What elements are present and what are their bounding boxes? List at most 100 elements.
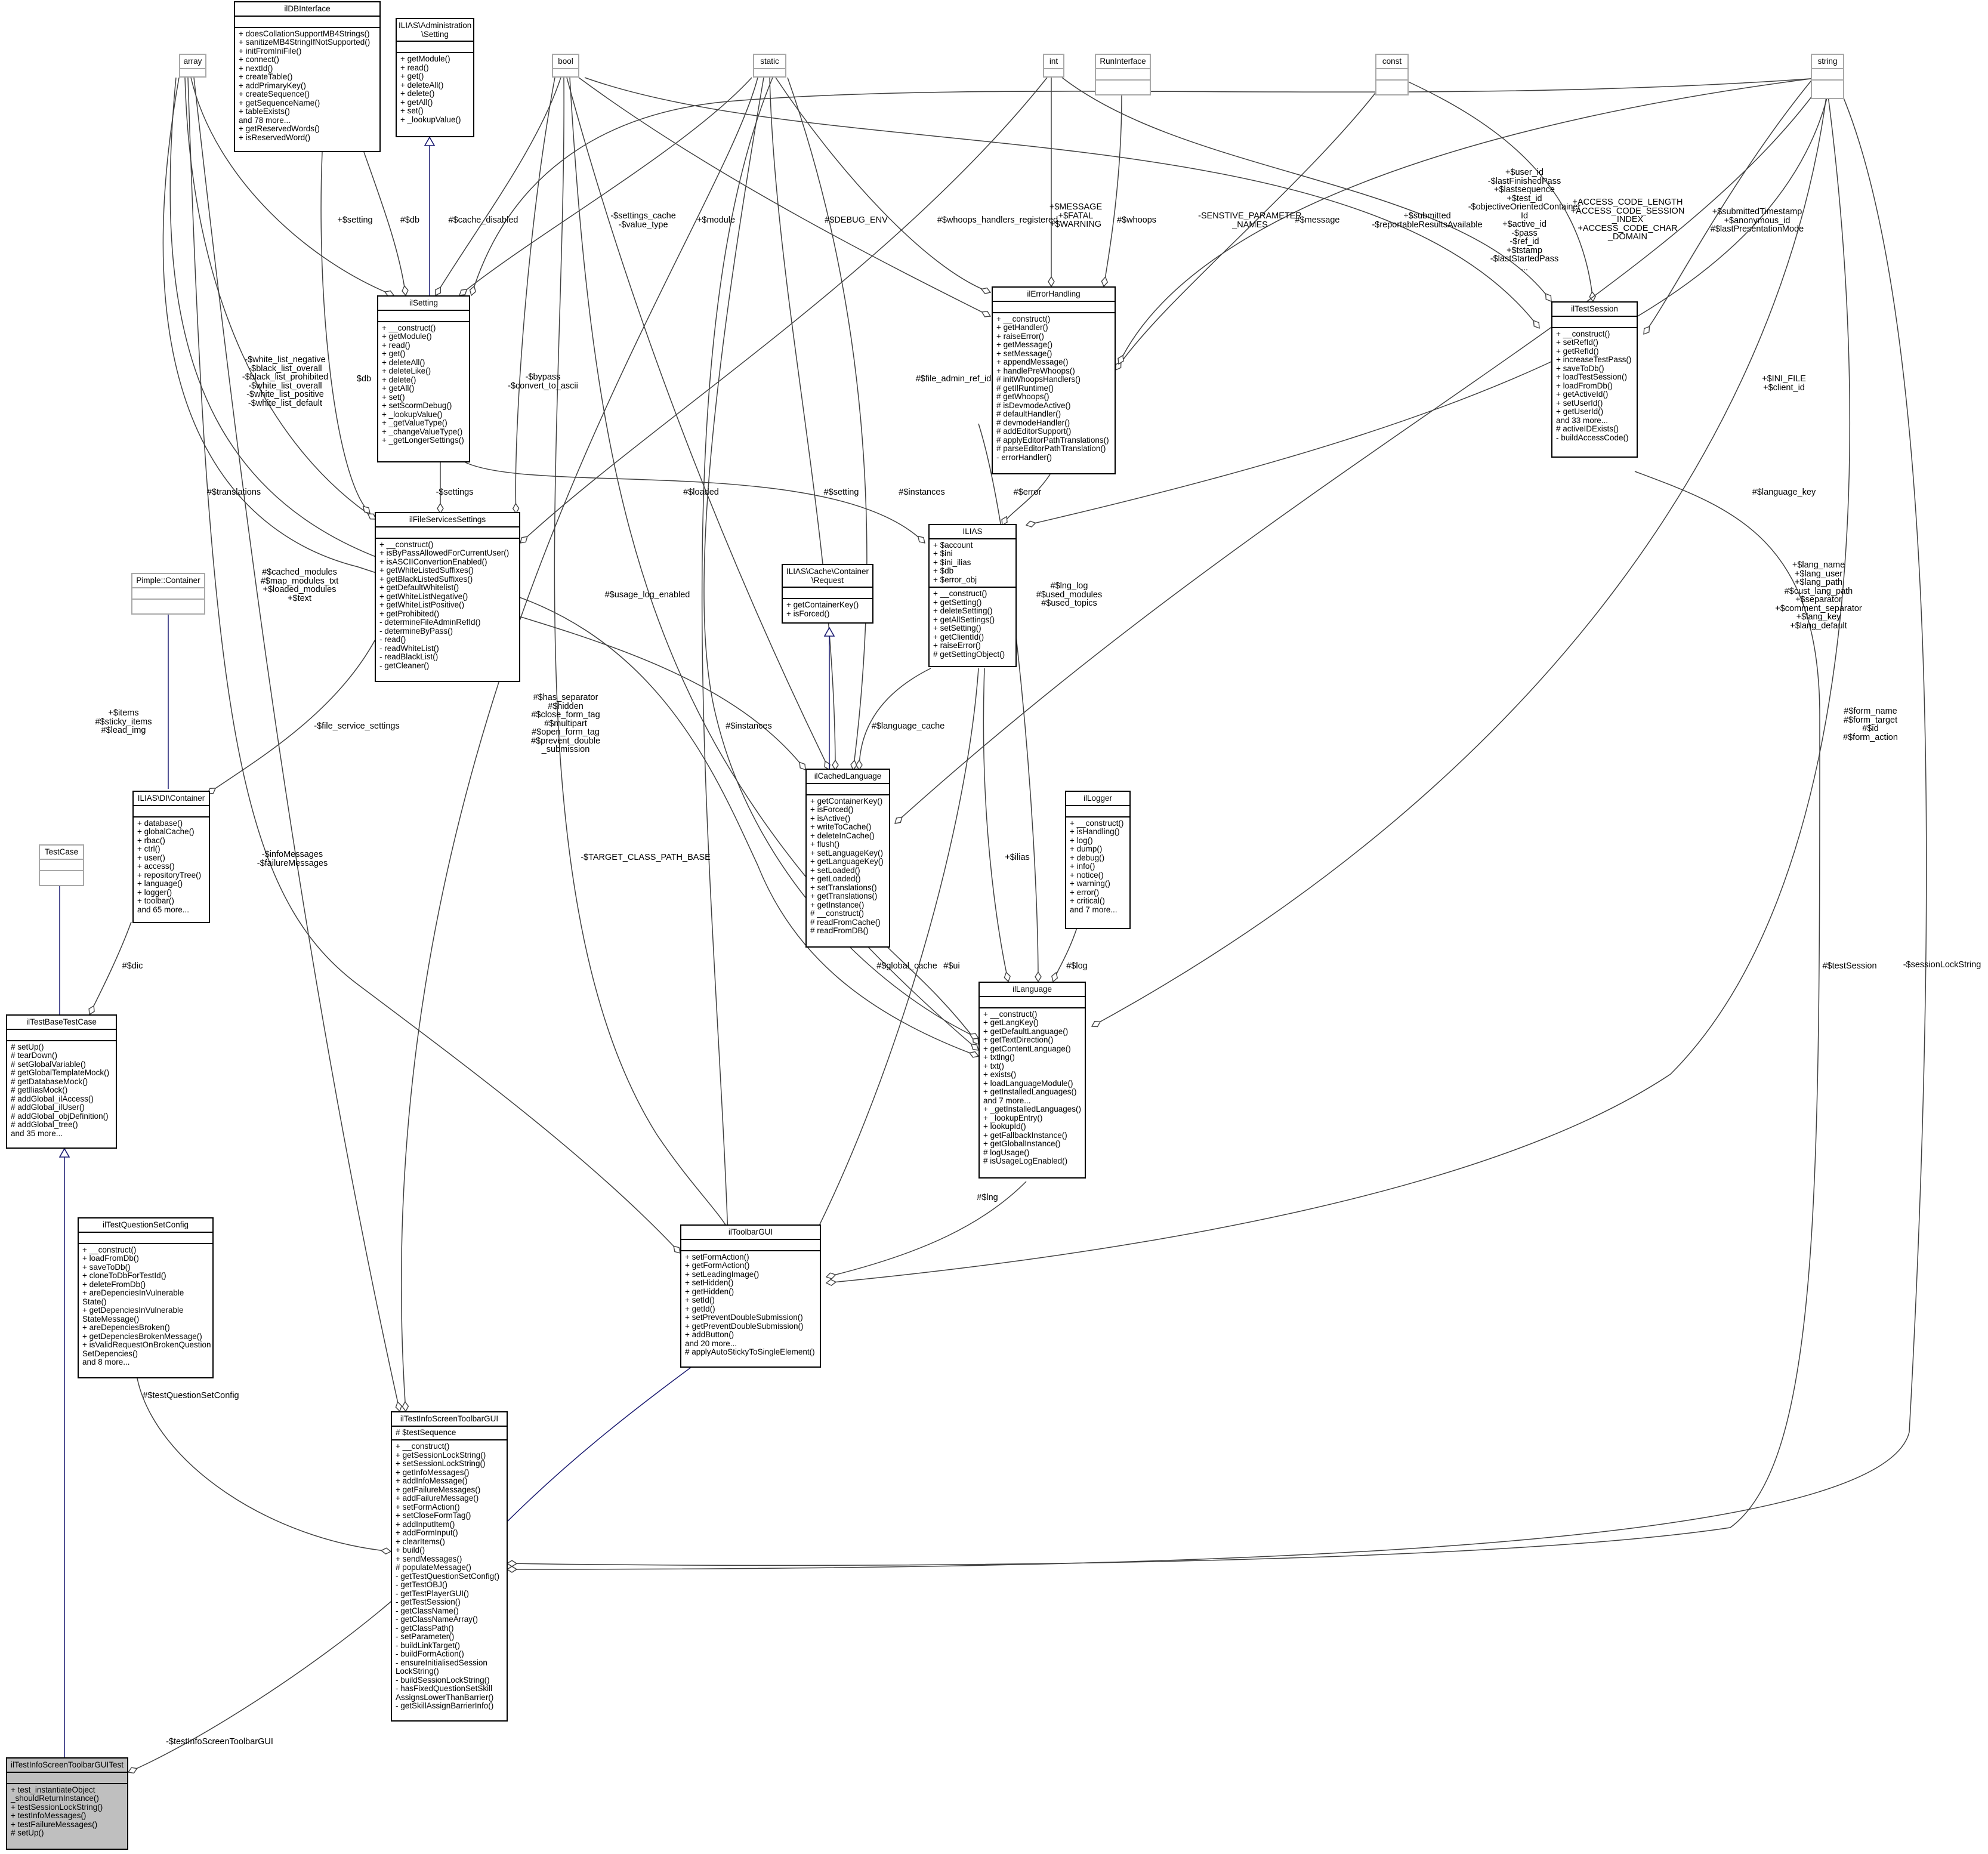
class-operation: + __construct()	[996, 314, 1051, 323]
class-operation: + cloneToDbForTestId()	[82, 1271, 166, 1280]
class-title: RunInterface	[1100, 57, 1146, 66]
class-operation: - buildFormAction()	[396, 1649, 464, 1658]
edge-container-basetestcase	[89, 921, 132, 1014]
class-runinterface[interactable]: RunInterface	[1095, 54, 1151, 95]
class-operation: + error()	[1070, 887, 1100, 897]
class-operation: + setSessionLockString()	[396, 1459, 486, 1468]
class-static[interactable]: static	[753, 54, 786, 78]
class-operation: + getModule()	[400, 54, 450, 63]
class-operation: + addButton()	[685, 1330, 734, 1339]
class-operation: + isReservedWord()	[239, 132, 311, 142]
class-ilsetting[interactable]: ilSetting+ __construct()+ getModule()+ r…	[377, 295, 470, 462]
class-title: ilTestInfoScreenToolbarGUI	[400, 1414, 499, 1423]
class-operation: + areDepenciesBroken()	[82, 1323, 170, 1332]
edge-label: -$file_service_settings	[314, 721, 400, 731]
class-operation: and 7 more...	[983, 1096, 1031, 1105]
edge-label: #$testQuestionSetConfig	[143, 1391, 239, 1400]
class-iltestsession[interactable]: ilTestSession+ __construct()+ setRefId()…	[1551, 301, 1638, 458]
class-operation: + read()	[382, 340, 410, 350]
class-operation: and 33 more...	[1556, 415, 1609, 425]
class-iltoolbargui[interactable]: ilToolbarGUI+ setFormAction()+ getFormAc…	[680, 1224, 821, 1368]
edge-const-errorhandling	[1116, 77, 1388, 370]
class-operation: + handlePreWhoops()	[996, 366, 1075, 375]
edge-label: $db	[356, 374, 372, 384]
class-operations: + __construct()+ isByPassAllowedForCurre…	[376, 537, 519, 673]
edge-label: +$ilias	[1005, 853, 1030, 862]
edge-infoscreen-test	[128, 1599, 394, 1772]
class-operation: # setUp()	[11, 1828, 44, 1837]
class-operations: + __construct()+ getLangKey()+ getDefaul…	[980, 1007, 1085, 1168]
class-testcase[interactable]: TestCase	[39, 844, 84, 886]
class-operation: + __construct()	[396, 1442, 450, 1451]
class-operations	[132, 598, 204, 610]
edge-label: #$language_key	[1752, 488, 1816, 497]
class-operation: # getIliasMock()	[11, 1085, 68, 1094]
class-ilerrorhandling[interactable]: ilErrorHandling+ __construct()+ getHandl…	[992, 286, 1116, 474]
class-operation: + get()	[382, 349, 406, 358]
class-iltestbasetestcase[interactable]: ilTestBaseTestCase# setUp()# tearDown()#…	[6, 1014, 117, 1149]
class-attributes	[1376, 67, 1407, 79]
class-operation: + saveToDb()	[82, 1262, 131, 1272]
class-operation: + setTranslations()	[810, 883, 877, 892]
class-operation: + createTable()	[239, 72, 293, 81]
class-operation: + build()	[396, 1545, 425, 1554]
class-operations: + getContainerKey()+ isForced()	[783, 598, 872, 621]
class-ilfileservicessettings[interactable]: ilFileServicesSettings+ __construct()+ i…	[375, 512, 520, 682]
class-operations: + doesCollationSupportMB4Strings()+ sani…	[235, 26, 379, 145]
edge-bool-errorhandling	[578, 77, 990, 316]
class-operation: # addEditorSupport()	[996, 427, 1072, 436]
class-title: ilToolbarGUI	[728, 1227, 773, 1236]
class-pimple-container[interactable]: Pimple::Container	[131, 573, 205, 615]
class-operations: + __construct()+ getModule()+ read()+ ge…	[378, 320, 469, 448]
edge-label: #$whoops_handlers_registered	[937, 215, 1058, 225]
class-operation: # addGlobal_ilAccess()	[11, 1094, 94, 1103]
class-operation: + clearItems()	[396, 1537, 445, 1546]
class-ilias-di-container[interactable]: ILIAS\DI\Container+ database()+ globalCa…	[132, 791, 210, 923]
class-operation: - setParameter()	[396, 1632, 455, 1641]
class-operation: # logUsage()	[983, 1147, 1030, 1157]
class-operation: + setLanguageKey()	[810, 848, 883, 857]
class-string[interactable]: string	[1811, 54, 1844, 99]
class-const[interactable]: const	[1375, 54, 1409, 95]
edge-static-language	[703, 77, 978, 1038]
edge-label: #$instances	[899, 488, 945, 497]
class-int[interactable]: int	[1043, 54, 1064, 78]
class-operation: + loadLanguageModule()	[983, 1078, 1073, 1088]
class-ilcachedlanguage[interactable]: ilCachedLanguage+ getContainerKey()+ isF…	[805, 769, 890, 948]
class-operation: + isForced()	[786, 609, 830, 618]
class-iltestinfoscreentoolbarguitest[interactable]: ilTestInfoScreenToolbarGUITest+ test_ins…	[6, 1757, 128, 1850]
class-iltestquestionsetconfig[interactable]: ilTestQuestionSetConfig+ __construct()+ …	[78, 1217, 214, 1378]
class-ilias-cache-container-request[interactable]: ILIAS\Cache\Container \Request+ getConta…	[782, 564, 873, 624]
class-operation: + getAll()	[382, 384, 415, 393]
class-operation: # __construct()	[810, 909, 865, 918]
edge-label: #$instances	[726, 721, 772, 731]
class-ilias-administration-setting[interactable]: ILIAS\Administration \Setting+ getModule…	[396, 18, 474, 137]
class-attributes	[1066, 804, 1129, 816]
class-attributes	[1096, 67, 1150, 79]
edge-label: #$cache_disabled	[448, 215, 518, 225]
class-operation: and 65 more...	[137, 905, 190, 914]
class-operations: + getContainerKey()+ isForced()+ isActiv…	[807, 794, 889, 938]
class-bool[interactable]: bool	[552, 54, 579, 78]
edge-label: -$settings	[436, 488, 474, 497]
class-operation: + __construct()	[1070, 818, 1124, 828]
class-title: TestCase	[44, 847, 79, 856]
edge-label: +$setting	[337, 215, 373, 225]
class-ildbinterface[interactable]: ilDBInterface+ doesCollationSupportMB4St…	[234, 1, 381, 152]
class-operation: + deleteAll()	[382, 357, 425, 367]
class-iltestinfoscreentoolbargui[interactable]: ilTestInfoScreenToolbarGUI # $testSequenc…	[391, 1411, 508, 1722]
class-ilias[interactable]: ILIAS+ $account+ $ini+ $ini_ilias+ $db+ …	[928, 524, 1017, 667]
edge-string-ilsetting	[471, 77, 1826, 295]
class-attributes	[807, 782, 889, 794]
edge-label: #$file_admin_ref_id	[915, 374, 992, 384]
class-operation: + delete()	[400, 89, 435, 98]
class-operation: - read()	[379, 635, 406, 644]
edge-array-cachedlanguage	[162, 77, 805, 770]
class-title: bool	[558, 57, 573, 66]
class-illogger[interactable]: ilLogger+ __construct()+ isHandling()+ l…	[1065, 791, 1131, 929]
edge-ilias-cachedlanguage	[859, 668, 931, 770]
edge-label: #$dic	[122, 961, 143, 971]
class-attributes: # $testSequence	[392, 1425, 507, 1440]
class-array[interactable]: array	[179, 54, 206, 78]
class-illanguage[interactable]: ilLanguage+ __construct()+ getLangKey()+…	[978, 982, 1086, 1179]
